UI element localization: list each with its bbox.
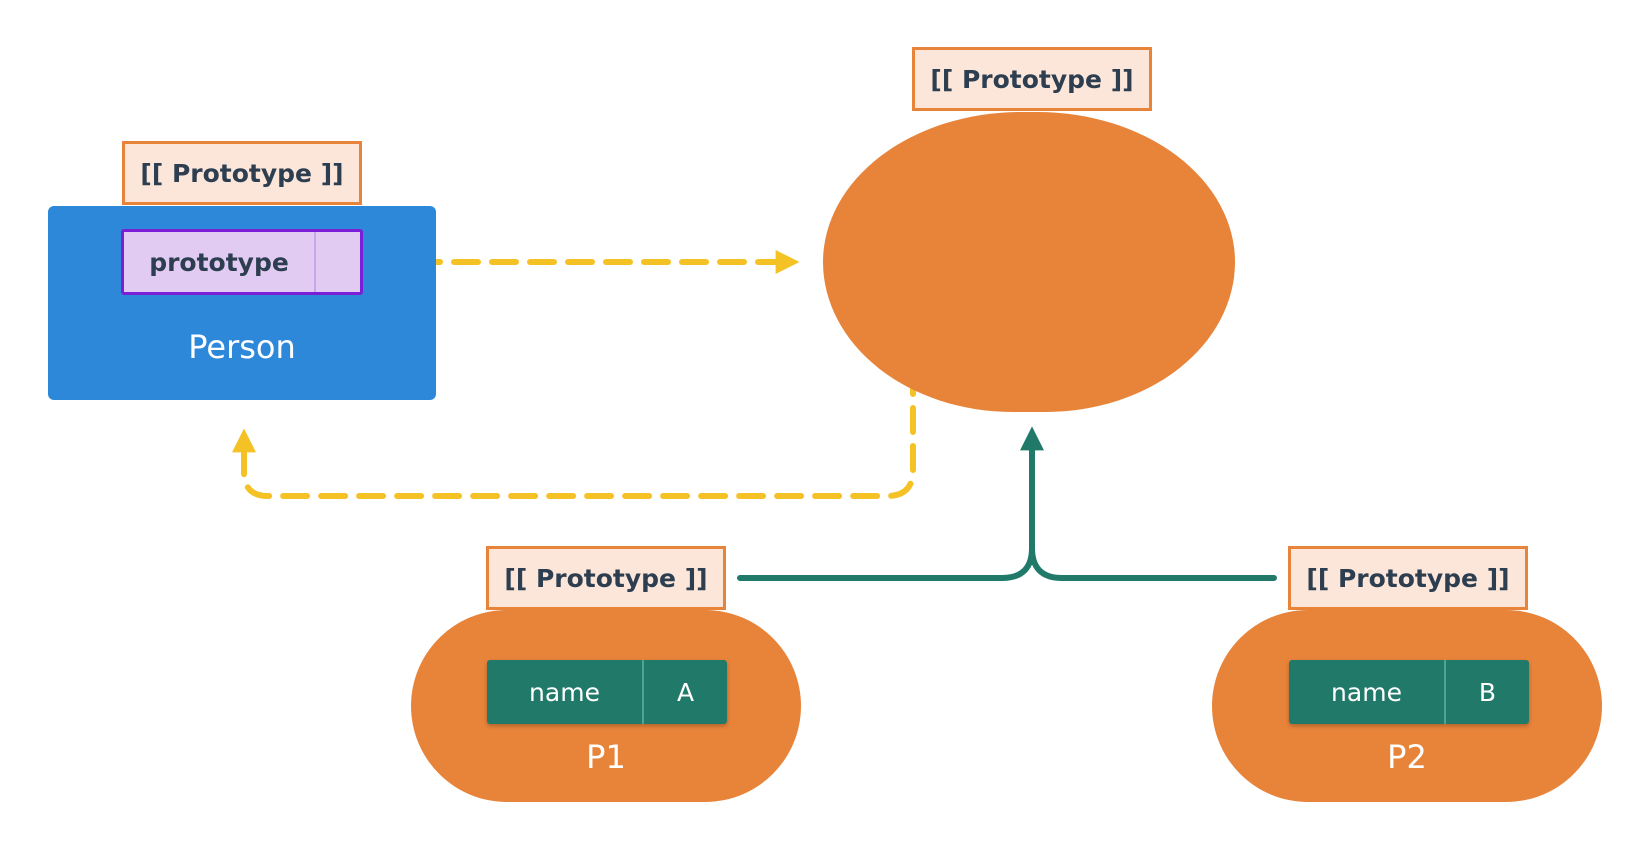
prototype-property-key: prototype: [149, 247, 289, 277]
p1-name-field: name A: [487, 660, 727, 724]
instance-prototype-link: [737, 426, 1044, 581]
p1-field-key: name: [529, 677, 600, 707]
person-label: Person: [188, 328, 296, 366]
p2-field-value: B: [1444, 660, 1529, 724]
p1-field-value: A: [642, 660, 727, 724]
p2-label: P2: [1387, 738, 1427, 776]
p2-name-field: name B: [1289, 660, 1529, 724]
p2-tag: [[ Prototype ]]: [1288, 546, 1528, 610]
p1-tag: [[ Prototype ]]: [486, 546, 726, 610]
prototype-object: [823, 112, 1235, 412]
p1-label: P1: [586, 738, 626, 776]
p2-field-key: name: [1331, 677, 1402, 707]
prototype-object-tag: [[ Prototype ]]: [912, 47, 1152, 111]
prototype-property-slot: prototype: [121, 229, 363, 295]
person-tag: [[ Prototype ]]: [122, 141, 362, 205]
prototype-property-value: [314, 232, 362, 292]
instance-prototype-link: [1029, 545, 1277, 581]
